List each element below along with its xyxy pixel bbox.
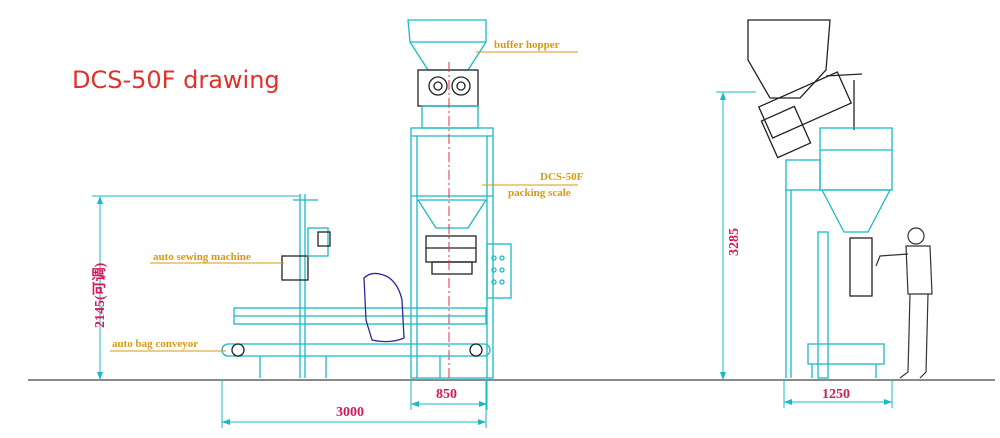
label-model: DCS-50F xyxy=(540,171,584,183)
dim-3000: 3000 xyxy=(336,405,364,420)
sewing-and-conveyor xyxy=(221,194,491,378)
dimension-arrows xyxy=(97,92,892,425)
buffer-hopper xyxy=(407,19,487,71)
conveyor-belt xyxy=(221,343,491,357)
dim-1250: 1250 xyxy=(822,387,850,402)
label-sewing-machine: auto sewing machine xyxy=(153,251,251,263)
label-packing-scale: packing scale xyxy=(508,187,571,199)
feeder-housing xyxy=(417,69,479,107)
sewing-machine xyxy=(281,255,309,281)
dim-2145: 2145(可调) xyxy=(92,262,108,328)
dim-3285: 3285 xyxy=(727,228,742,256)
labels: buffer hopper DCS-50F packing scale auto… xyxy=(110,39,584,352)
front-view xyxy=(407,19,512,379)
drawing-title: DCS-50F drawing xyxy=(72,66,280,94)
dim-850: 850 xyxy=(436,387,457,402)
scale-frame xyxy=(410,127,494,379)
label-buffer-hopper: buffer hopper xyxy=(494,39,560,51)
side-view xyxy=(747,19,893,379)
side-frame xyxy=(819,127,893,191)
side-conveyor xyxy=(807,343,885,365)
label-bag-conveyor: auto bag conveyor xyxy=(112,338,198,350)
dimension-lines xyxy=(92,91,893,428)
operator-figure xyxy=(875,227,933,379)
bag-outline xyxy=(363,272,405,343)
side-buffer-hopper xyxy=(747,19,831,99)
weigh-bucket xyxy=(425,235,477,263)
control-cabinet xyxy=(486,243,512,299)
